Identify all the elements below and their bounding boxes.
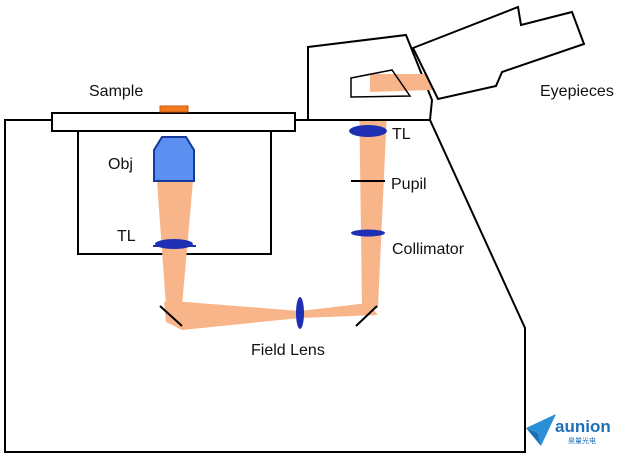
label-collimator: Collimator <box>392 241 465 258</box>
aunion-logo: aunion 昊量光电 <box>526 414 611 446</box>
paper-plane-icon <box>526 414 556 446</box>
left-mirror <box>159 305 183 327</box>
objective-lens <box>153 136 195 182</box>
field-lens <box>296 297 304 329</box>
prism <box>350 69 412 98</box>
sample-slide <box>159 105 189 113</box>
label-obj: Obj <box>108 156 133 173</box>
label-pupil: Pupil <box>391 176 427 193</box>
collimator-lens <box>351 229 385 237</box>
stage-plate <box>51 112 296 132</box>
label-sample: Sample <box>89 83 143 100</box>
right-mirror <box>355 305 378 327</box>
label-tl-right: TL <box>392 126 411 143</box>
eyepiece-tube <box>411 5 586 101</box>
left-tube-lens <box>155 239 193 249</box>
logo-subtitle: 昊量光电 <box>568 436 596 445</box>
label-tl-left: TL <box>117 228 136 245</box>
logo-wordmark: aunion <box>555 417 611 436</box>
label-field-lens: Field Lens <box>251 342 325 359</box>
right-tube-lens <box>349 125 387 137</box>
label-eyepieces: Eyepieces <box>540 83 614 100</box>
